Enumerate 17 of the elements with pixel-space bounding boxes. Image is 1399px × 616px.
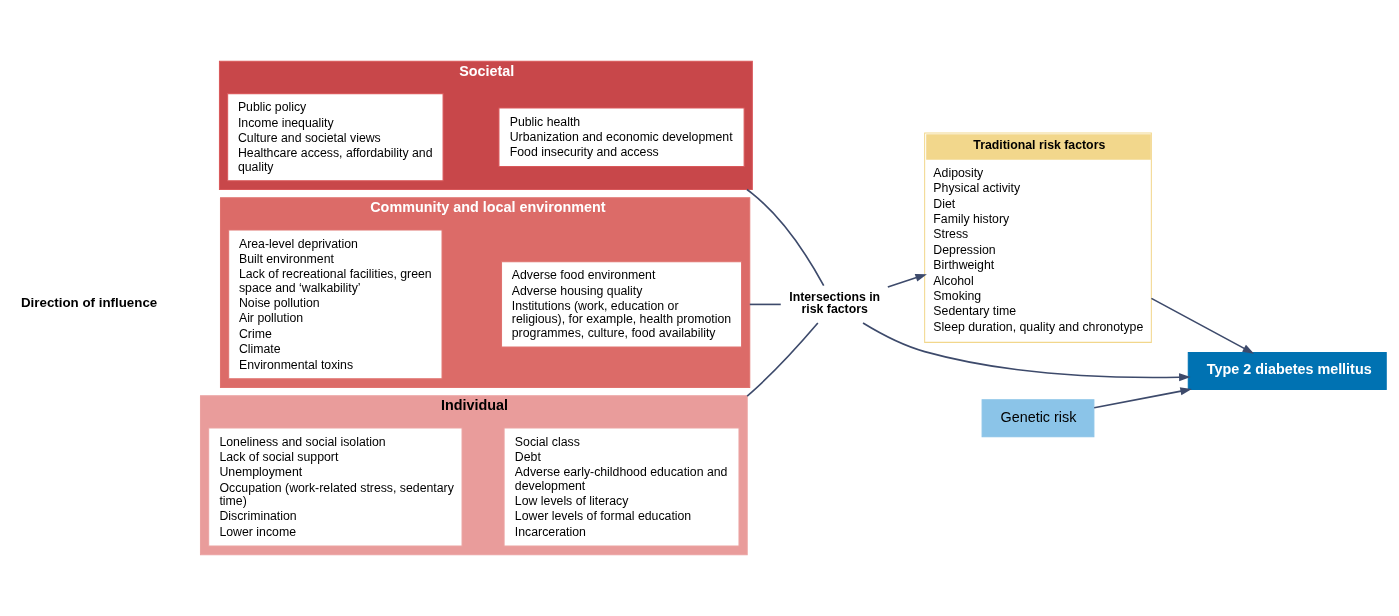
arrow [1093,387,1192,409]
arrow [862,322,1191,382]
node-box: Social class Debt Adverse early-childhood education and development Low levels of literacy Lower levels of formal education Incarceration [503,427,740,547]
node-box: Adverse food environment Adverse housing quality Institutions (work, education or religious), for example, health promotion programmes, culture, food availability [501,261,743,348]
node-box: Public policy Income inequality Culture and societal views Healthcare access, affordability and quality [227,93,444,182]
node-box: Genetic risk [981,399,1095,438]
label: Direction of influence [20,294,158,310]
arrow [887,273,927,288]
connector [748,303,782,306]
node-box: Area-level deprivation Built environment Lack of recreational facilities, green space and ‘walkability’ Noise pollution Air pollution Crime Climate Environmental toxins [228,229,443,380]
connector [746,322,819,397]
node-box: Loneliness and social isolation Lack of social support Unemployment Occupation (work-related stress, sedentary time) Discrimination Lower income [208,427,463,547]
connector [746,188,825,287]
node-box: Type 2 diabetes mellitus [1187,352,1387,391]
arrow [1150,297,1255,354]
node-text: Intersections in risk factors [789,289,881,317]
node-box: Public health Urbanization and economic development Food insecurity and access [498,107,745,167]
